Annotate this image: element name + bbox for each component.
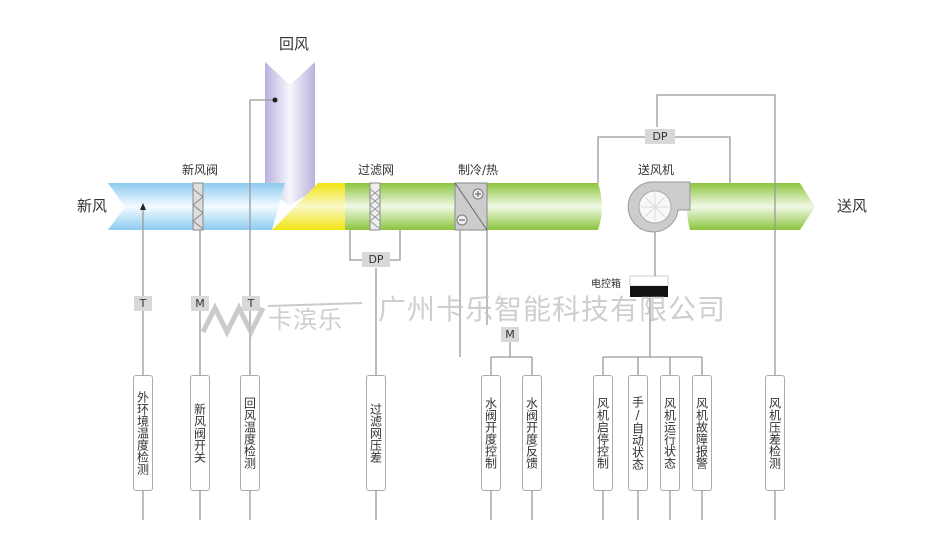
fresh-damper-icon	[192, 182, 204, 231]
control-box-label: 电控箱	[591, 279, 621, 290]
point-fan-fault: 风机故障报警	[692, 375, 712, 491]
filter-dp-tag: DP	[362, 252, 390, 267]
mixing-section	[272, 183, 345, 230]
point-fan-running: 风机运行状态	[660, 375, 680, 491]
supply-air-duct	[687, 183, 815, 230]
watermark-company: 广州卡乐智能科技有限公司	[378, 293, 727, 326]
watermark-brand: 卡滨乐	[268, 306, 343, 334]
point-fresh-damper: 新风阀开关	[190, 375, 210, 491]
point-valve-feedback: 水阀开度反馈	[522, 375, 542, 491]
coil-label: 制冷/热	[457, 163, 499, 177]
valve-actuator-tag: M	[501, 327, 519, 342]
filter-label: 过滤网	[357, 163, 395, 177]
return-air-label: 回风	[278, 35, 310, 53]
temp-sensor-tag: T	[134, 296, 152, 311]
return-temp-tag: T	[242, 296, 260, 311]
point-fan-start-stop: 风机启停控制	[593, 375, 613, 491]
point-outdoor-temp: 外环境温度检测	[133, 375, 153, 491]
actuator-tag: M	[191, 296, 209, 311]
filter-icon	[369, 182, 381, 231]
fan-dp-tag: DP	[645, 129, 675, 144]
point-return-temp: 回风温度检测	[240, 375, 260, 491]
fresh-air-label: 新风	[76, 197, 108, 215]
fan-icon	[627, 181, 691, 233]
point-fan-dp: 风机压差检测	[765, 375, 785, 491]
return-air-duct	[265, 62, 315, 205]
fresh-damper-label: 新风阀	[181, 163, 219, 177]
point-filter-dp: 过滤网压差	[366, 375, 386, 491]
supply-air-label: 送风	[836, 197, 868, 215]
point-valve-control: 水阀开度控制	[481, 375, 501, 491]
fan-label: 送风机	[637, 163, 675, 177]
control-box-icon	[629, 275, 669, 287]
point-hand-auto: 手/自动状态	[628, 375, 648, 491]
